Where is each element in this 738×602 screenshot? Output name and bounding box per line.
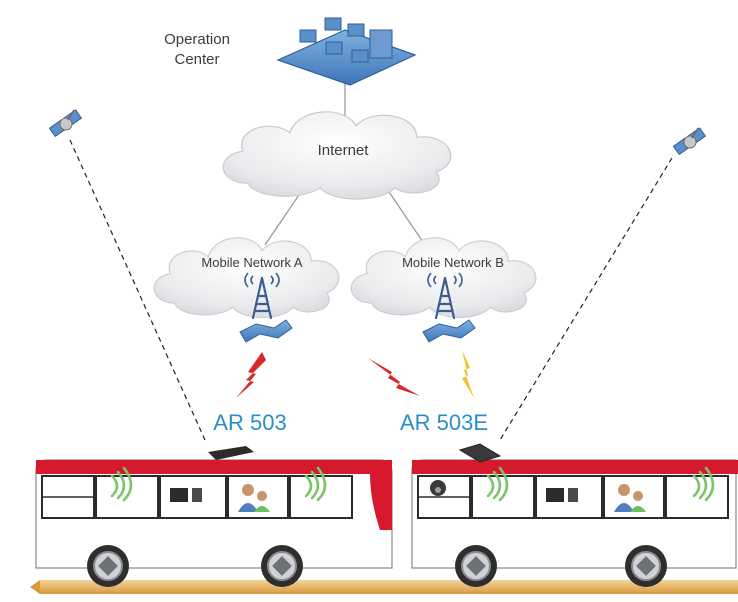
network-b-cloud [350,237,537,319]
network-a-platform-icon [239,319,293,343]
left-satellite-link [69,139,206,441]
network-b-label: Mobile Network B [402,255,504,270]
right-bus [411,443,738,588]
ar503-device-icon [208,446,254,460]
road-arrow-icon [30,580,40,594]
link-internet-network-b [384,185,426,246]
right-bus-front-wheel-icon [454,544,498,588]
left-bus-tablet-icon [170,488,188,502]
network-a-label: Mobile Network A [201,255,302,270]
operation-center-label-line1: Operation [164,31,230,48]
right-bus-camera-icon [430,480,446,496]
internet-label: Internet [318,142,370,159]
left-bus [35,446,393,588]
operation-center-label-line2: Center [174,51,219,68]
operation-center-computers-icon [276,17,417,86]
left-bus-rear-wheel-icon [260,544,304,588]
left-bus-front-wheel-icon [86,544,130,588]
lightning-yellow-icon [462,350,474,398]
road [40,580,738,594]
right-satellite-link [499,157,673,441]
network-b-platform-icon [422,319,476,343]
right-bus-tablet-icon [546,488,564,502]
device-label-ar503: AR 503 [213,410,286,435]
left-satellite-icon [48,109,83,138]
left-bus-users-icon [238,484,270,512]
lightning-red-left-icon [236,352,266,398]
left-bus-phone-icon [192,488,202,502]
operation-center: Operation Center [164,17,417,86]
right-bus-rear-wheel-icon [624,544,668,588]
lightning-red-cross-icon [368,358,420,396]
network-a-cloud [153,237,340,319]
right-bus-users-icon [614,484,646,512]
right-bus-phone-icon [568,488,578,502]
right-satellite-icon [672,127,707,156]
satellite-links [69,139,673,441]
device-label-ar503e: AR 503E [400,410,488,435]
ar503e-device-icon [458,443,502,463]
